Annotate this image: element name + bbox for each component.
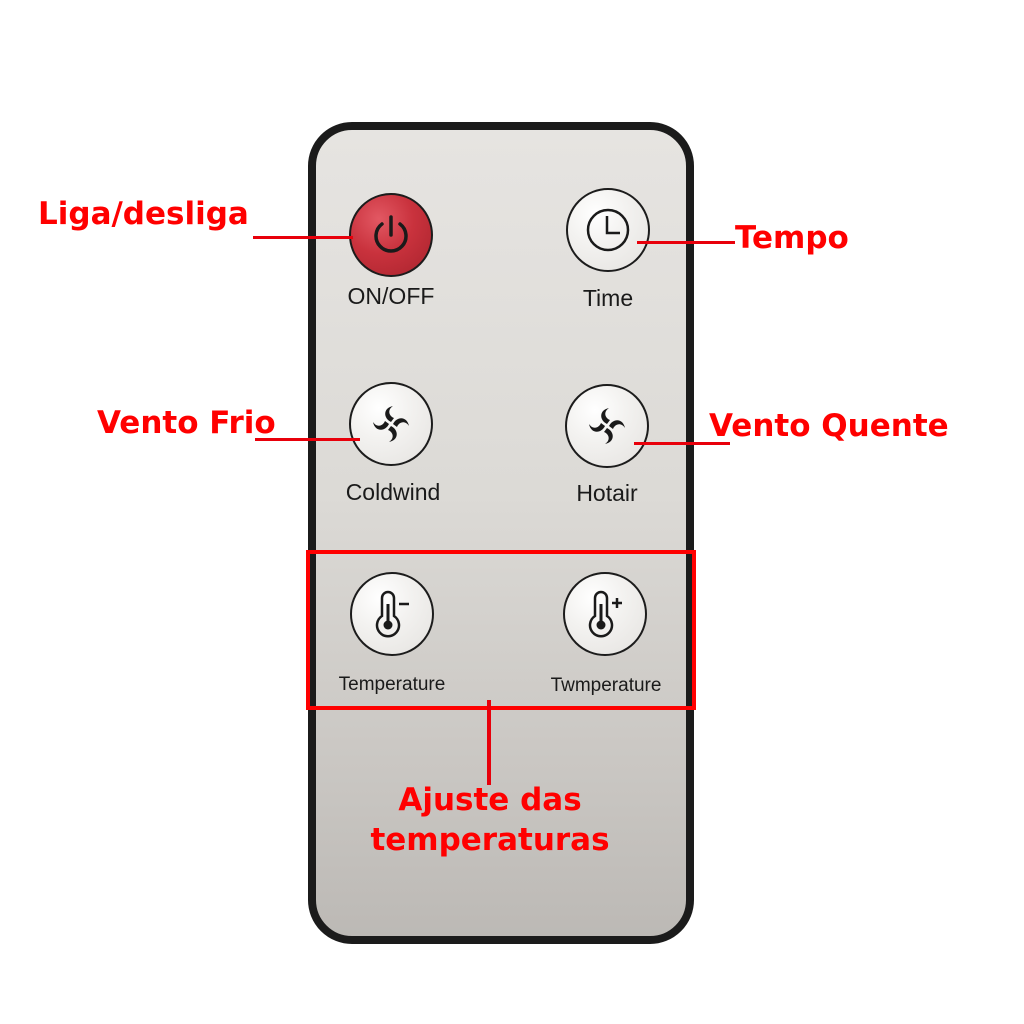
temperature-down-label: Temperature: [338, 674, 446, 695]
power-icon: [374, 215, 408, 253]
temperature-up-button[interactable]: [563, 572, 647, 656]
annotation-temperature-line2: temperaturas: [370, 822, 610, 858]
time-label: Time: [582, 285, 634, 311]
annotation-line-coldwind: [255, 438, 360, 441]
thermometer-minus-icon: [375, 590, 409, 638]
annotation-hotair: Vento Quente: [709, 408, 949, 444]
thermometer-plus-icon: [588, 590, 622, 638]
annotation-line-time: [637, 241, 735, 244]
annotation-coldwind: Vento Frio: [97, 405, 276, 441]
coldwind-button[interactable]: [349, 382, 433, 466]
power-button[interactable]: [349, 193, 433, 277]
clock-icon: [586, 208, 630, 252]
annotation-line-temperature: [487, 700, 491, 785]
annotation-power: Liga/desliga: [38, 196, 249, 232]
annotation-line-power: [253, 236, 353, 239]
temperature-down-button[interactable]: [350, 572, 434, 656]
temperature-highlight-box: [306, 550, 696, 710]
annotation-line-hotair: [634, 442, 730, 445]
temperature-up-label: Twmperature: [550, 675, 662, 696]
annotation-temperature-line1: Ajuste das: [398, 782, 582, 818]
time-button[interactable]: [566, 188, 650, 272]
coldwind-label: Coldwind: [345, 479, 441, 505]
fan-icon: [589, 408, 625, 444]
hotair-button[interactable]: [565, 384, 649, 468]
hotair-label: Hotair: [576, 480, 638, 506]
power-label: ON/OFF: [347, 283, 435, 309]
annotation-time: Tempo: [735, 220, 849, 256]
fan-icon: [373, 406, 409, 442]
